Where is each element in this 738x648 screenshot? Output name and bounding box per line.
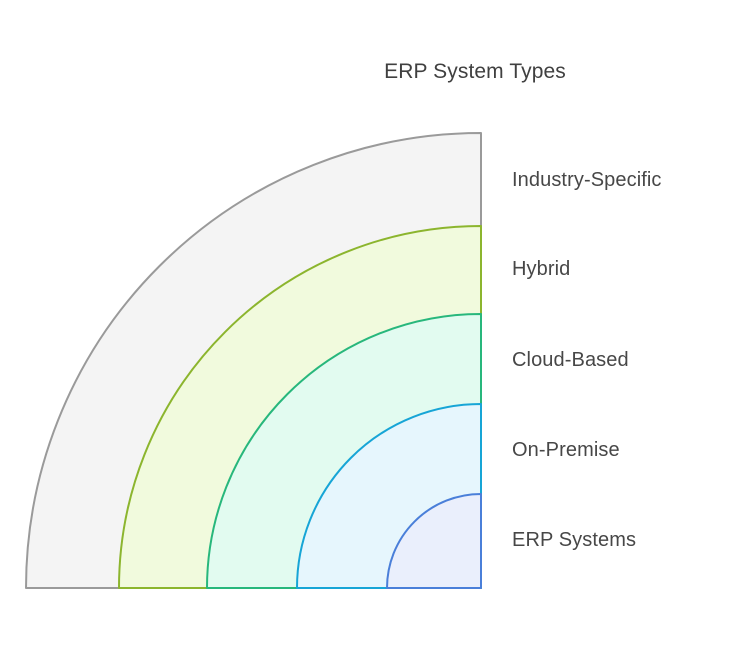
ring-label-erp-systems: ERP Systems	[512, 529, 637, 551]
ring-sector-erp-systems[interactable]	[386, 493, 482, 589]
ring-label-on-premise: On-Premise	[512, 439, 620, 461]
ring-label-cloud-based: Cloud-Based	[512, 349, 629, 371]
ring-label-hybrid: Hybrid	[512, 258, 571, 280]
page-title: ERP System Types	[384, 60, 566, 83]
ring-label-industry-specific: Industry-Specific	[512, 169, 662, 191]
